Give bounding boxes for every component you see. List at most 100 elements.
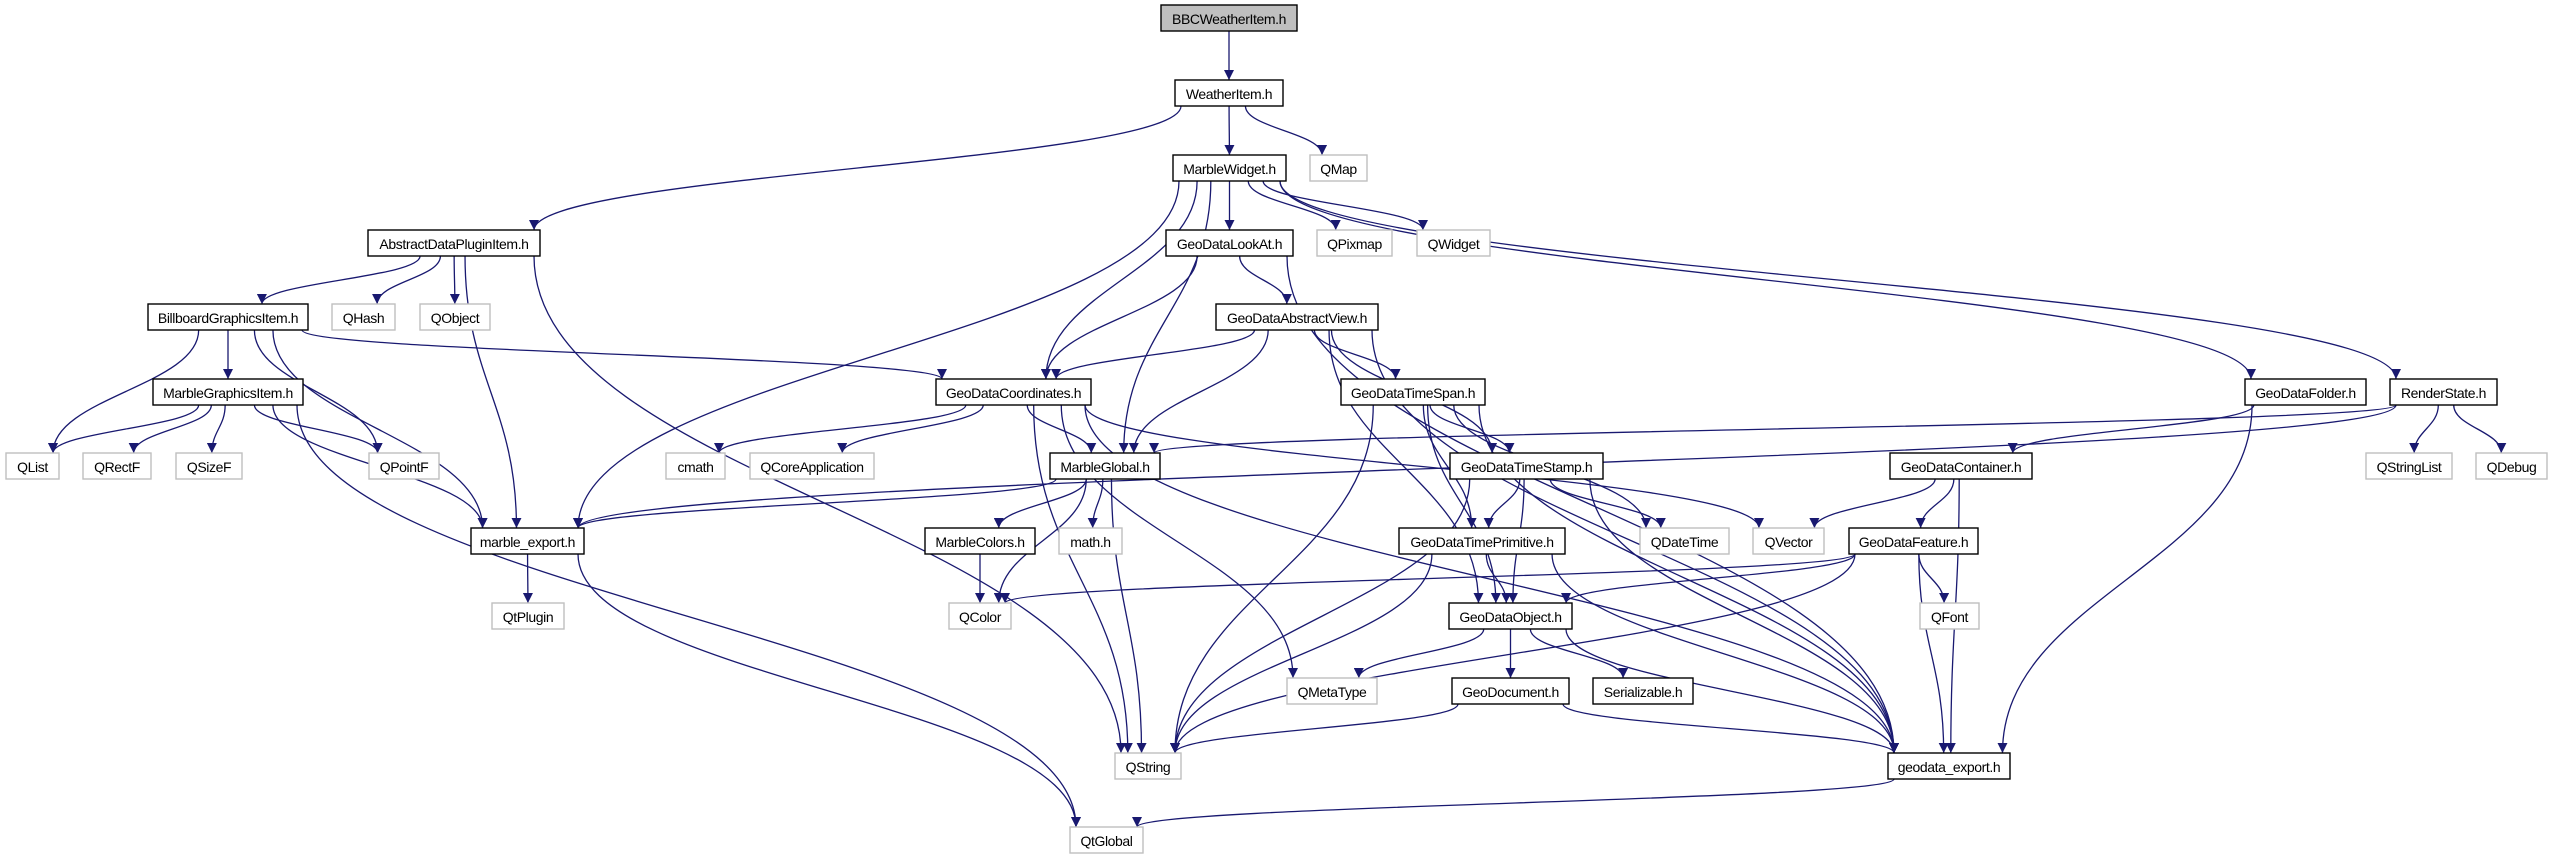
node-label: GeoDataFolder.h — [2255, 385, 2356, 401]
node-label: GeoDataTimePrimitive.h — [1410, 534, 1553, 550]
node-label: QHash — [343, 310, 385, 326]
node-marble-export[interactable]: marble_export.h — [470, 527, 585, 555]
edge-geo-data-coordinates-to-qcore-application — [837, 404, 984, 454]
node-qt-global: QtGlobal — [1069, 826, 1144, 854]
edge-geo-data-look-at-to-geo-data-coordinates — [1040, 255, 1198, 380]
node-geo-data-abstract-view[interactable]: GeoDataAbstractView.h — [1215, 303, 1379, 331]
node-box — [419, 303, 491, 331]
node-box — [1448, 602, 1573, 630]
node-label: QDateTime — [1651, 534, 1719, 550]
edge-geo-data-object-to-geodata-export — [1565, 628, 1899, 754]
node-box — [1889, 452, 2033, 480]
node-qlist: QList — [5, 452, 60, 480]
node-box — [935, 378, 1092, 406]
node-label: QtPlugin — [503, 609, 554, 625]
edge-geo-data-coordinates-to-qmeta-type — [1060, 404, 1298, 679]
node-label: QVector — [1765, 534, 1814, 550]
node-geodata-export[interactable]: geodata_export.h — [1887, 752, 2011, 780]
edge-abstract-data-plugin-item-to-qhash — [372, 255, 442, 305]
node-box — [1172, 154, 1287, 182]
node-marble-widget[interactable]: MarbleWidget.h — [1172, 154, 1287, 182]
edge-geo-data-time-stamp-to-qdate-time — [1549, 478, 1666, 529]
node-qstring: QString — [1114, 752, 1182, 780]
edge-marble-global-to-marble-export — [573, 478, 1057, 529]
edge-geo-data-object-to-serializable — [1529, 628, 1629, 679]
node-label: QCoreApplication — [760, 459, 863, 475]
node-qdebug: QDebug — [2475, 452, 2548, 480]
node-box — [5, 452, 60, 480]
node-label: geodata_export.h — [1898, 759, 2001, 775]
node-marble-global[interactable]: MarbleGlobal.h — [1049, 452, 1161, 480]
node-qmap: QMap — [1309, 154, 1368, 182]
node-render-state[interactable]: RenderState.h — [2389, 378, 2498, 406]
node-math: math.h — [1058, 527, 1123, 555]
node-box — [1449, 452, 1604, 480]
node-box — [152, 378, 304, 406]
node-geo-data-coordinates[interactable]: GeoDataCoordinates.h — [935, 378, 1092, 406]
node-box — [368, 452, 440, 480]
node-weather-item[interactable]: WeatherItem.h — [1174, 79, 1284, 107]
edge-abstract-data-plugin-item-to-marble-export — [464, 255, 522, 529]
node-qdate-time: QDateTime — [1639, 527, 1730, 555]
node-qpixmap: QPixmap — [1316, 229, 1393, 257]
node-geo-data-object[interactable]: GeoDataObject.h — [1448, 602, 1573, 630]
node-qmeta-type: QMetaType — [1286, 677, 1378, 705]
edge-weather-item-to-abstract-data-plugin-item — [529, 105, 1182, 231]
edge-geo-data-abstract-view-to-geo-data-time-span — [1313, 329, 1401, 380]
node-qt-plugin: QtPlugin — [491, 602, 565, 630]
node-box — [1049, 452, 1161, 480]
node-cmath: cmath — [665, 452, 726, 480]
node-box — [1286, 677, 1378, 705]
edge-geo-data-look-at-to-geo-data-abstract-view — [1238, 255, 1292, 305]
node-label: QList — [17, 459, 48, 475]
node-label: math.h — [1070, 534, 1110, 550]
edge-abstract-data-plugin-item-to-billboard-graphics-item — [256, 255, 421, 305]
node-geo-data-folder[interactable]: GeoDataFolder.h — [2244, 378, 2367, 406]
node-box — [1592, 677, 1694, 705]
node-label: BBCWeatherItem.h — [1172, 11, 1286, 27]
edge-marble-export-to-qt-global — [577, 553, 1081, 828]
node-box — [2244, 378, 2367, 406]
edge-marble-graphics-item-to-qt-global — [296, 404, 1081, 828]
node-geo-data-feature[interactable]: GeoDataFeature.h — [1848, 527, 1979, 555]
edge-geo-data-feature-to-qcolor — [1000, 553, 1856, 604]
edge-marble-widget-to-render-state — [1279, 180, 2401, 380]
node-geo-document[interactable]: GeoDocument.h — [1451, 677, 1570, 705]
node-abstract-data-plugin-item[interactable]: AbstractDataPluginItem.h — [367, 229, 541, 257]
edge-geo-data-time-stamp-to-qstring — [1170, 478, 1471, 754]
node-label: Serializable.h — [1604, 684, 1682, 700]
node-geo-data-time-stamp[interactable]: GeoDataTimeStamp.h — [1449, 452, 1604, 480]
node-geo-data-time-span[interactable]: GeoDataTimeSpan.h — [1340, 378, 1486, 406]
node-box — [1848, 527, 1979, 555]
node-box — [749, 452, 875, 480]
node-geo-data-time-primitive[interactable]: GeoDataTimePrimitive.h — [1398, 527, 1566, 555]
edge-marble-widget-to-marble-global — [1118, 180, 1212, 454]
edge-geo-data-time-span-to-qstring — [1170, 404, 1374, 754]
node-box — [1316, 229, 1393, 257]
edge-geo-document-to-geodata-export — [1562, 703, 1899, 754]
node-geo-data-container[interactable]: GeoDataContainer.h — [1889, 452, 2033, 480]
edge-marble-widget-to-geo-data-coordinates — [1040, 180, 1198, 380]
node-billboard-graphics-item[interactable]: BillboardGraphicsItem.h — [147, 303, 309, 331]
node-box — [1069, 826, 1144, 854]
node-marble-graphics-item[interactable]: MarbleGraphicsItem.h — [152, 378, 304, 406]
node-label: marble_export.h — [480, 534, 575, 550]
node-label: GeoDataLookAt.h — [1177, 236, 1282, 252]
node-label: QFont — [1931, 609, 1968, 625]
node-box — [2389, 378, 2498, 406]
edge-geo-data-time-span-to-geo-data-time-stamp — [1429, 404, 1515, 454]
node-serializable[interactable]: Serializable.h — [1592, 677, 1694, 705]
edge-weather-item-to-qmap — [1244, 105, 1328, 156]
node-label: GeoDataTimeStamp.h — [1461, 459, 1593, 475]
node-bbcweather-item[interactable]: BBCWeatherItem.h — [1160, 4, 1298, 32]
node-box — [948, 602, 1012, 630]
edge-geo-data-look-at-to-geodata-export — [1286, 255, 1899, 754]
node-label: cmath — [677, 459, 713, 475]
edge-geo-data-folder-to-geodata-export — [1997, 404, 2253, 754]
node-marble-colors[interactable]: MarbleColors.h — [924, 527, 1036, 555]
edge-marble-graphics-item-to-qrect-f — [128, 404, 212, 454]
node-label: GeoDocument.h — [1462, 684, 1559, 700]
node-geo-data-look-at[interactable]: GeoDataLookAt.h — [1165, 229, 1294, 257]
edge-geo-data-object-to-qmeta-type — [1353, 628, 1485, 679]
